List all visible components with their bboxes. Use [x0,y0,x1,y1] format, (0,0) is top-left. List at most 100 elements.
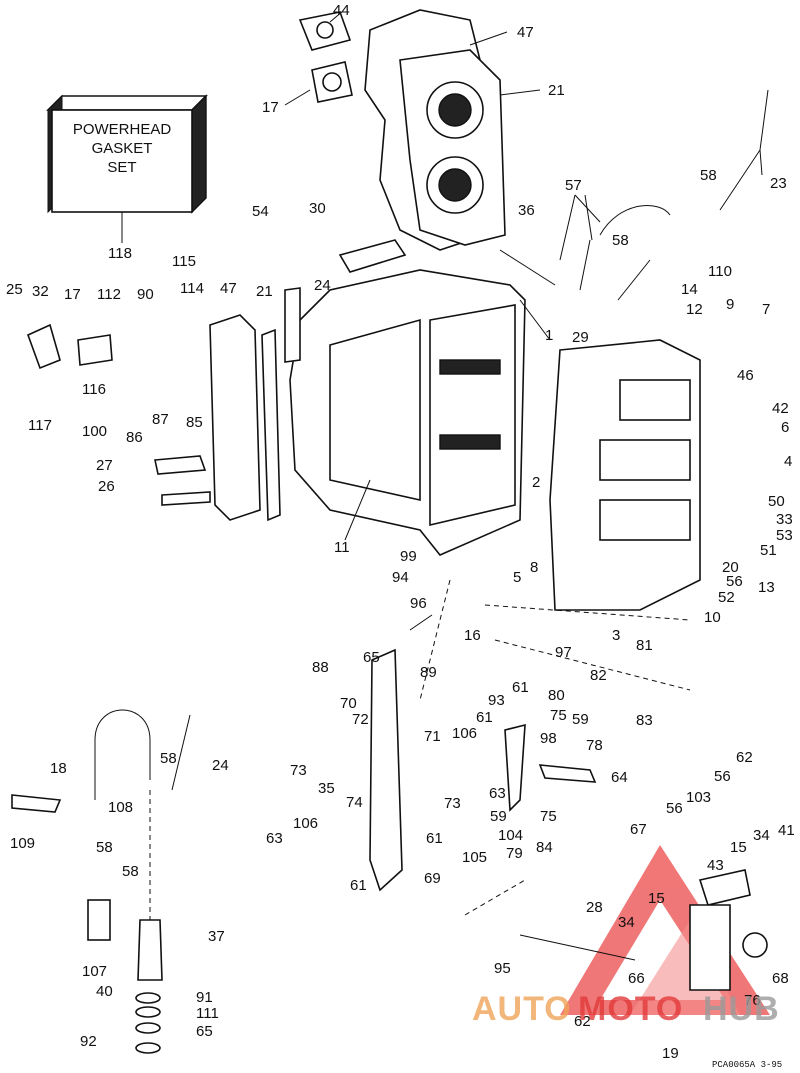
callout-9: 9 [726,296,734,313]
callout-13: 13 [758,579,775,596]
callout-17: 17 [64,286,81,303]
callout-116: 116 [82,381,106,398]
callout-44: 44 [333,2,350,19]
callout-47: 47 [517,24,534,41]
callout-83: 83 [636,712,653,729]
callout-58: 58 [122,863,139,880]
callout-90: 90 [137,286,154,303]
callout-37: 37 [208,928,225,945]
fuel-fitting-group [11,794,163,1054]
callout-82: 82 [590,667,607,684]
callout-33: 33 [776,511,793,528]
callout-80: 80 [548,687,565,704]
callout-30: 30 [309,200,326,217]
callout-16: 16 [464,627,481,644]
callout-17: 17 [262,99,279,116]
callout-105: 105 [462,849,487,866]
callout-110: 110 [708,263,732,280]
callout-70: 70 [340,695,357,712]
callout-118: 118 [108,245,132,262]
callout-99: 99 [400,548,417,565]
callout-78: 78 [586,737,603,754]
callout-34: 34 [618,914,635,931]
callout-6: 6 [781,419,789,436]
callout-86: 86 [126,429,143,446]
cylinder-head-group [298,9,506,251]
callout-27: 27 [96,457,113,474]
callout-21: 21 [548,82,565,99]
callout-1: 1 [545,327,553,344]
callout-21: 21 [256,283,273,300]
callout-57: 57 [565,177,582,194]
callout-79: 79 [506,845,523,862]
watermark-moto: MOTO [578,990,683,1028]
callout-32: 32 [32,283,49,300]
watermark-auto: AUTO [472,990,572,1028]
callout-11: 11 [334,539,350,556]
callout-53: 53 [776,527,793,544]
callout-15: 15 [648,890,665,907]
callout-106: 106 [293,815,318,832]
callout-23: 23 [770,175,787,192]
leader-lines [121,10,763,631]
callout-14: 14 [681,281,698,298]
callout-95: 95 [494,960,511,977]
callout-85: 85 [186,414,203,431]
watermark-text: AUTO MOTO HUB [472,990,779,1028]
callout-7: 7 [762,301,770,318]
callout-4: 4 [784,453,792,470]
callout-64: 64 [611,769,628,786]
callout-69: 69 [424,870,441,887]
callout-114: 114 [180,280,204,297]
callout-46: 46 [737,367,754,384]
callout-74: 74 [346,794,363,811]
linkage-group [369,648,768,991]
callout-56: 56 [666,800,683,817]
callout-15: 15 [730,839,747,856]
callout-97: 97 [555,644,572,661]
callout-75: 75 [540,808,557,825]
callout-68: 68 [772,970,789,987]
callout-56: 56 [726,573,743,590]
callout-18: 18 [50,760,67,777]
callout-42: 42 [772,400,789,417]
callout-59: 59 [572,711,589,728]
callout-40: 40 [96,983,113,1000]
callout-87: 87 [152,411,169,428]
callout-94: 94 [392,569,409,586]
callout-67: 67 [630,821,647,838]
callout-107: 107 [82,963,107,980]
callout-84: 84 [536,839,553,856]
callout-62: 62 [574,1013,591,1030]
callout-81: 81 [636,637,653,654]
callout-88: 88 [312,659,329,676]
callout-10: 10 [704,609,721,626]
callout-5: 5 [513,569,521,586]
callout-12: 12 [686,301,703,318]
callout-47: 47 [220,280,237,297]
callout-115: 115 [172,253,196,270]
callout-71: 71 [424,728,441,745]
callout-109: 109 [10,835,35,852]
callout-58: 58 [96,839,113,856]
callout-100: 100 [82,423,107,440]
callout-35: 35 [318,780,335,797]
callout-50: 50 [768,493,785,510]
figure-code: PCA0065A 3-95 [712,1060,782,1070]
gasket-box-line3: SET [107,159,136,176]
exhaust-cover-group [26,287,301,522]
callout-26: 26 [98,478,115,495]
callout-117: 117 [28,417,52,434]
callout-56: 56 [714,768,731,785]
callout-54: 54 [252,203,269,220]
cylinder-block [289,239,526,556]
callout-106: 106 [452,725,477,742]
callout-73: 73 [444,795,461,812]
callout-36: 36 [518,202,535,219]
callout-25: 25 [6,281,23,298]
callout-29: 29 [572,329,589,346]
callout-75: 75 [550,707,567,724]
callout-62: 62 [736,749,753,766]
callout-65: 65 [196,1023,213,1040]
callout-3: 3 [612,627,620,644]
